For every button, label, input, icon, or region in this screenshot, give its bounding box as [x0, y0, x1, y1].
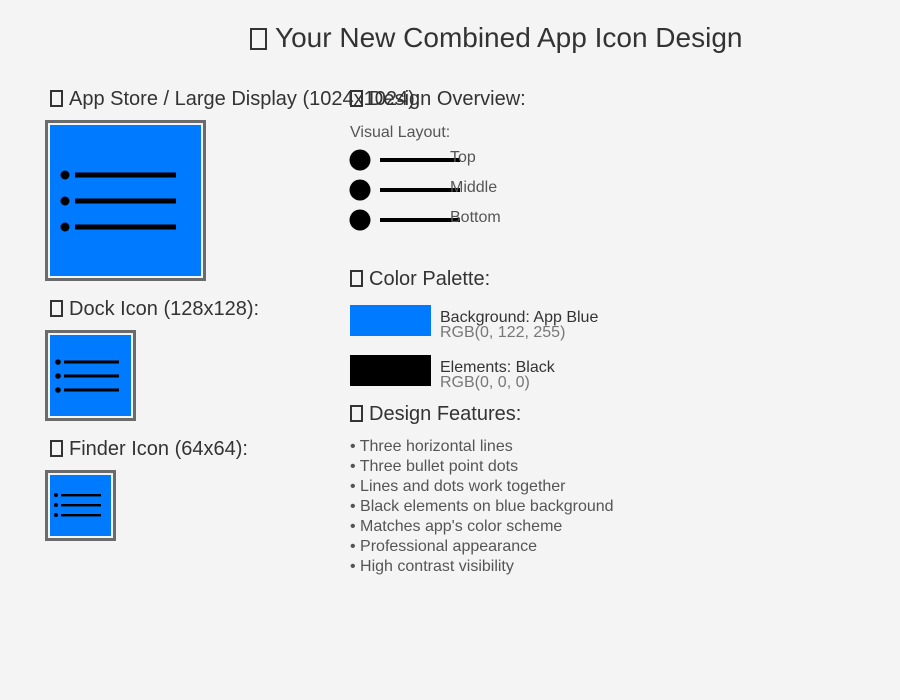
bullet-dot — [60, 170, 70, 180]
color-palette-heading: Color Palette: — [350, 268, 490, 291]
emoji-placeholder-icon — [250, 28, 267, 50]
design-features-heading: Design Features: — [350, 403, 521, 426]
emoji-placeholder-icon — [350, 405, 363, 422]
layout-dot-top — [349, 149, 371, 171]
list-item: • Three horizontal lines — [350, 438, 513, 455]
bullet-line — [61, 514, 101, 517]
finder-app-icon — [45, 470, 116, 541]
emoji-placeholder-icon — [50, 300, 63, 317]
bullet-line — [61, 504, 101, 507]
swatch-name: Elements: Black — [440, 359, 555, 376]
bullet-dot — [60, 222, 70, 232]
layout-dot-bottom — [349, 209, 371, 231]
layout-label-bottom: Bottom — [450, 209, 501, 226]
bullet-line — [64, 374, 119, 378]
layout-dot-middle — [349, 179, 371, 201]
bullet-line — [64, 388, 119, 392]
list-item: • Three bullet point dots — [350, 458, 519, 475]
swatch-black — [350, 355, 431, 386]
layout-line-top — [380, 158, 460, 162]
page-title: Your New Combined App Icon Design — [250, 22, 742, 54]
list-item: • Matches app's color scheme — [350, 518, 563, 535]
bullet-line — [75, 198, 176, 204]
bullet-line — [75, 172, 176, 178]
bullet-dot — [55, 359, 61, 365]
swatch-name: Background: App Blue — [440, 309, 599, 326]
layout-line-bottom — [380, 218, 460, 222]
bullet-line — [61, 494, 101, 497]
list-item: • High contrast visibility — [350, 558, 514, 575]
layout-line-middle — [380, 188, 460, 192]
visual-layout-label: Visual Layout: — [350, 124, 451, 141]
design-overview-heading: Design Overview: — [350, 88, 526, 111]
list-item: • Black elements on blue background — [350, 498, 614, 515]
bullet-dot — [54, 513, 58, 517]
list-icon — [50, 475, 111, 536]
bullet-dot — [55, 387, 61, 393]
finder-icon-heading: Finder Icon (64x64): — [50, 438, 248, 461]
bullet-dot — [60, 196, 70, 206]
bullet-dot — [54, 503, 58, 507]
bullet-line — [75, 224, 176, 230]
large-app-icon — [45, 120, 206, 281]
swatch-app-blue — [350, 305, 431, 336]
layout-label-middle: Middle — [450, 179, 498, 196]
list-item: • Lines and dots work together — [350, 478, 566, 495]
swatch-rgb: RGB(0, 0, 0) — [440, 374, 530, 391]
emoji-placeholder-icon — [50, 440, 63, 457]
layout-label-top: Top — [450, 149, 476, 166]
emoji-placeholder-icon — [350, 90, 363, 107]
emoji-placeholder-icon — [50, 90, 63, 107]
bullet-dot — [55, 373, 61, 379]
swatch-rgb: RGB(0, 122, 255) — [440, 324, 566, 341]
layout-diagram — [349, 149, 460, 231]
features-list: • Three horizontal lines • Three bullet … — [350, 437, 614, 577]
bullet-line — [64, 360, 119, 364]
list-icon — [50, 335, 131, 416]
list-item: • Professional appearance — [350, 538, 538, 555]
list-icon — [50, 125, 201, 276]
emoji-placeholder-icon — [350, 270, 363, 287]
large-icon-heading: App Store / Large Display (1024x1024): — [50, 88, 420, 111]
dock-app-icon — [45, 330, 136, 421]
dock-icon-heading: Dock Icon (128x128): — [50, 298, 259, 321]
bullet-dot — [54, 493, 58, 497]
